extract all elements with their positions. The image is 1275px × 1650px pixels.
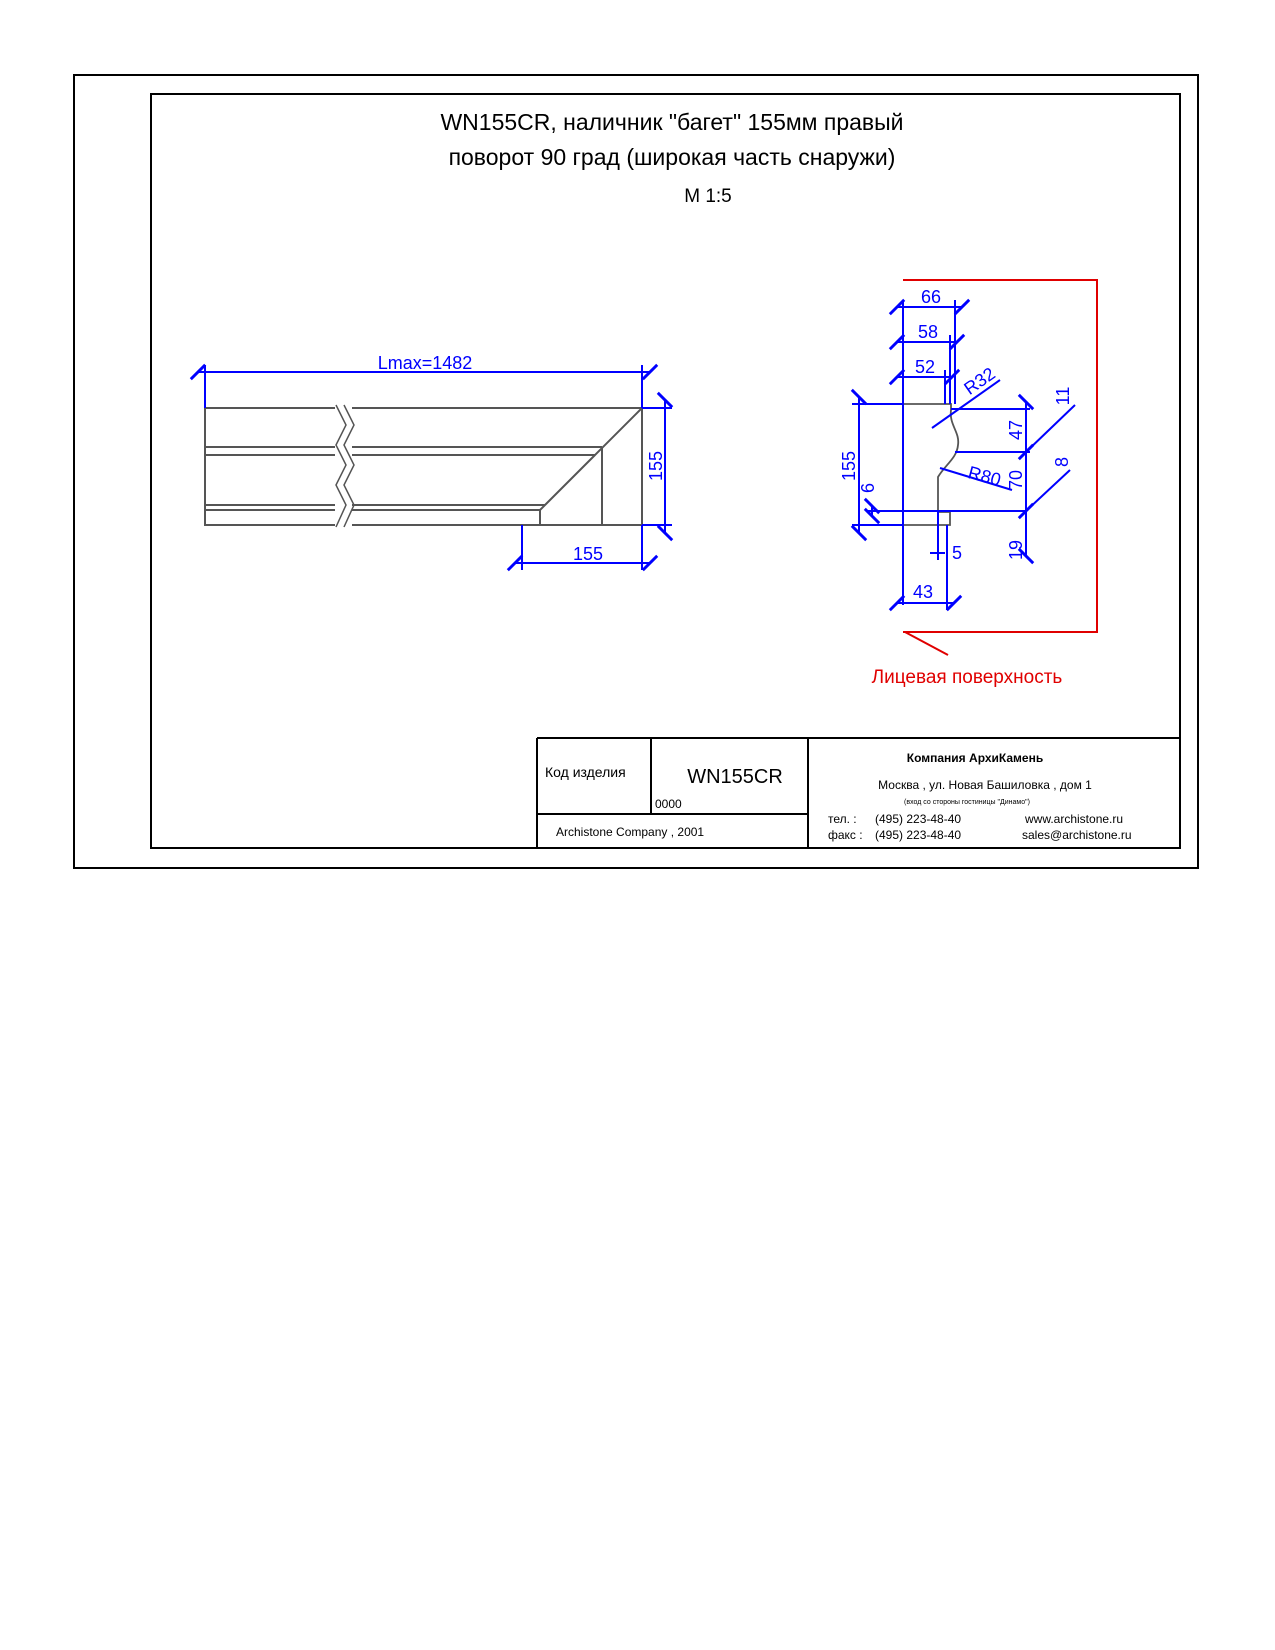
dim-155-profile: 155	[839, 451, 859, 481]
dim-8: 8	[1052, 457, 1072, 467]
dim-11: 11	[1053, 387, 1073, 406]
dim-58: 58	[918, 322, 938, 342]
elevation-view	[204, 404, 643, 528]
face-surface-marker	[903, 279, 1098, 656]
tb-email-link[interactable]: sales@archistone.ru	[1022, 828, 1132, 842]
elevation-left-piece	[204, 407, 335, 526]
drawing-title-line2: поворот 90 град (широкая часть снаружи)	[449, 144, 896, 170]
dim-length: Lmax=1482	[378, 353, 473, 373]
inner-frame	[150, 93, 1181, 849]
outer-frame	[73, 74, 1199, 869]
tb-code-sub: 0000	[655, 797, 682, 811]
tb-fax-value: (495) 223-48-40	[875, 828, 961, 842]
dim-width: 155	[573, 544, 603, 564]
tb-tel-label: тел. :	[828, 812, 857, 826]
elevation-right-piece	[352, 407, 643, 526]
tb-tel-value: (495) 223-48-40	[875, 812, 961, 826]
tb-copyright: Archistone Company , 2001	[556, 825, 704, 839]
dim-height: 155	[646, 451, 666, 481]
dim-66: 66	[921, 287, 941, 307]
dim-43: 43	[913, 582, 933, 602]
break-line	[335, 404, 347, 528]
dim-47: 47	[1006, 420, 1026, 440]
tb-address-note: (вход со стороны гостиницы "Динамо")	[904, 799, 1030, 806]
tb-fax-label: факс :	[828, 828, 863, 842]
tb-code-label: Код изделия	[545, 764, 626, 780]
tb-address: Москва , ул. Новая Башиловка , дом 1	[878, 778, 1092, 792]
dim-52: 52	[915, 357, 935, 377]
profile-dimensions	[850, 298, 1076, 612]
dim-19: 19	[1006, 540, 1026, 560]
tb-company: Компания АрхиКамень	[907, 751, 1043, 765]
dim-6: 6	[858, 483, 878, 493]
tb-website-link[interactable]: www.archistone.ru	[1024, 812, 1123, 826]
drawing-title-line1: WN155CR, наличник "багет" 155мм правый	[440, 109, 903, 135]
dim-r80: R80	[966, 462, 1003, 490]
profile-outline	[902, 403, 960, 526]
drawing-scale: М 1:5	[684, 186, 732, 207]
elevation-dimensions	[189, 363, 674, 572]
title-block	[536, 737, 1180, 848]
face-surface-label: Лицевая поверхность	[872, 667, 1063, 688]
tb-code-value: WN155CR	[687, 766, 783, 788]
dim-5: 5	[952, 543, 962, 563]
dim-70: 70	[1006, 470, 1026, 490]
